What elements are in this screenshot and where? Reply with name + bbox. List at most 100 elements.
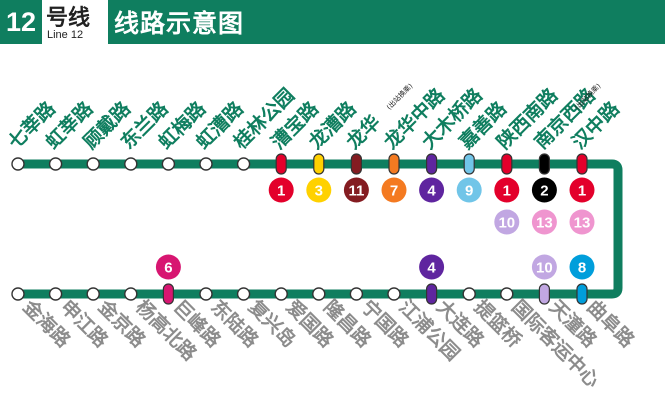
line-badge-7: 7 bbox=[381, 177, 407, 203]
station-提篮桥[interactable] bbox=[462, 287, 476, 301]
station-陕西南路[interactable]: 110 bbox=[494, 153, 520, 235]
station-marker bbox=[462, 287, 476, 301]
header-title-bar: 线路示意图 bbox=[108, 0, 665, 44]
station-虹梅路[interactable] bbox=[161, 157, 176, 171]
line-badge-number: 4 bbox=[427, 183, 436, 200]
station-七莘路[interactable] bbox=[11, 157, 25, 171]
station-国际客运中心[interactable] bbox=[500, 287, 514, 301]
line-badge-number: 6 bbox=[164, 260, 172, 277]
page-title: 线路示意图 bbox=[114, 9, 245, 38]
station-marker bbox=[86, 157, 100, 171]
line-badge-circle bbox=[268, 177, 294, 203]
interchange-marker bbox=[576, 283, 588, 305]
station-顾戴路[interactable] bbox=[86, 157, 100, 171]
line-name: 号线 bbox=[46, 6, 91, 31]
station-曲阜路[interactable]: 8 bbox=[569, 254, 595, 305]
line-badge-6: 6 bbox=[155, 254, 181, 280]
line-number-badge: 12 bbox=[0, 0, 42, 44]
station-marker bbox=[500, 287, 514, 301]
station-marker bbox=[11, 157, 25, 171]
line-track bbox=[18, 159, 623, 299]
station-虹漕路[interactable] bbox=[199, 157, 213, 171]
line-badge-circle bbox=[456, 177, 482, 203]
station-虹莘路[interactable] bbox=[48, 157, 63, 171]
line-badge-circle bbox=[419, 177, 445, 203]
line-badge-number: 11 bbox=[348, 183, 364, 200]
line-badge-10: 10 bbox=[531, 254, 557, 280]
line-badge-circle bbox=[306, 177, 332, 203]
line-badge-circle bbox=[531, 177, 557, 203]
station-东兰路[interactable] bbox=[124, 157, 138, 171]
station-杨高北路[interactable] bbox=[124, 287, 138, 301]
line-badge-8: 8 bbox=[569, 254, 595, 280]
station-嘉善路[interactable]: 9 bbox=[456, 153, 482, 203]
line-badge-circle bbox=[343, 177, 369, 203]
station-marker bbox=[312, 287, 326, 301]
line-badge-circle bbox=[419, 254, 445, 280]
line-badge-number: 3 bbox=[315, 183, 323, 200]
station-marker bbox=[48, 157, 63, 171]
station-桂林公园[interactable] bbox=[236, 157, 251, 171]
station-marker bbox=[199, 287, 213, 301]
line-badge-number: 8 bbox=[578, 260, 586, 277]
station-宁国路[interactable] bbox=[349, 287, 364, 301]
line-badge-number: 13 bbox=[536, 215, 553, 232]
station-江浦公园[interactable] bbox=[387, 287, 401, 301]
station-marker bbox=[387, 287, 401, 301]
line-badge-circle bbox=[155, 254, 181, 280]
interchange-marker bbox=[275, 153, 287, 175]
interchange-marker bbox=[538, 153, 551, 175]
line-badge-13: 13 bbox=[569, 209, 595, 235]
station-大木桥路[interactable]: 4 bbox=[419, 153, 445, 203]
line-name-english: Line 12 bbox=[47, 29, 84, 41]
line-badge-circle bbox=[569, 177, 595, 203]
station-marker bbox=[124, 157, 138, 171]
line-badge-number: 2 bbox=[540, 183, 548, 200]
station-marker bbox=[349, 287, 364, 301]
station-申江路[interactable] bbox=[48, 287, 63, 301]
station-marker bbox=[86, 287, 100, 301]
line-badge-1: 1 bbox=[268, 177, 294, 203]
line-badge-13: 13 bbox=[531, 209, 557, 235]
line-badge-number: 10 bbox=[536, 260, 553, 277]
station-东陆路[interactable] bbox=[199, 287, 213, 301]
line-badge-circle bbox=[569, 254, 595, 280]
station-爱国路[interactable] bbox=[274, 287, 288, 301]
station-大连路[interactable]: 4 bbox=[419, 254, 445, 305]
line-badge-number: 10 bbox=[498, 215, 515, 232]
station-金海路[interactable] bbox=[11, 287, 25, 301]
station-marker bbox=[236, 287, 251, 301]
station-marker bbox=[236, 157, 251, 171]
interchange-marker bbox=[426, 283, 438, 305]
line-badge-circle bbox=[494, 209, 520, 235]
station-隆昌路[interactable] bbox=[312, 287, 326, 301]
interchange-marker bbox=[350, 153, 362, 175]
header: 12 号线 Line 12 线路示意图 bbox=[0, 0, 665, 44]
station-漕宝路[interactable]: 1 bbox=[268, 153, 294, 203]
interchange-marker bbox=[538, 283, 551, 305]
line-badge-circle bbox=[531, 254, 557, 280]
station-marker bbox=[48, 287, 63, 301]
line-badge-circle bbox=[381, 177, 407, 203]
line-badge-circle bbox=[494, 177, 520, 203]
interchange-marker bbox=[388, 153, 400, 175]
station-金京路[interactable] bbox=[86, 287, 100, 301]
line-badge-10: 10 bbox=[494, 209, 520, 235]
line-badge-9: 9 bbox=[456, 177, 482, 203]
station-巨峰路[interactable]: 6 bbox=[155, 254, 181, 305]
station-labels-layer: 七莘路虹莘路顾戴路东兰路虹梅路虹漕路桂林公园漕宝路龙漕路龙华(出站换乘)龙华中路… bbox=[3, 81, 639, 392]
station-汉中路[interactable]: 113 bbox=[569, 153, 595, 235]
interchange-marker bbox=[576, 153, 588, 175]
station-天潼路[interactable]: 10 bbox=[531, 254, 557, 305]
station-南京西路[interactable]: 2 13 bbox=[531, 153, 557, 235]
station-龙华[interactable]: 11 bbox=[343, 153, 369, 203]
interchange-marker bbox=[162, 283, 174, 305]
station-marker bbox=[161, 157, 176, 171]
station-复兴岛[interactable] bbox=[236, 287, 251, 301]
line-badge-4: 4 bbox=[419, 254, 445, 280]
station-marker bbox=[199, 157, 213, 171]
station-龙漕路[interactable]: 3 bbox=[306, 153, 332, 203]
station-龙华中路[interactable]: 7 bbox=[381, 153, 407, 203]
